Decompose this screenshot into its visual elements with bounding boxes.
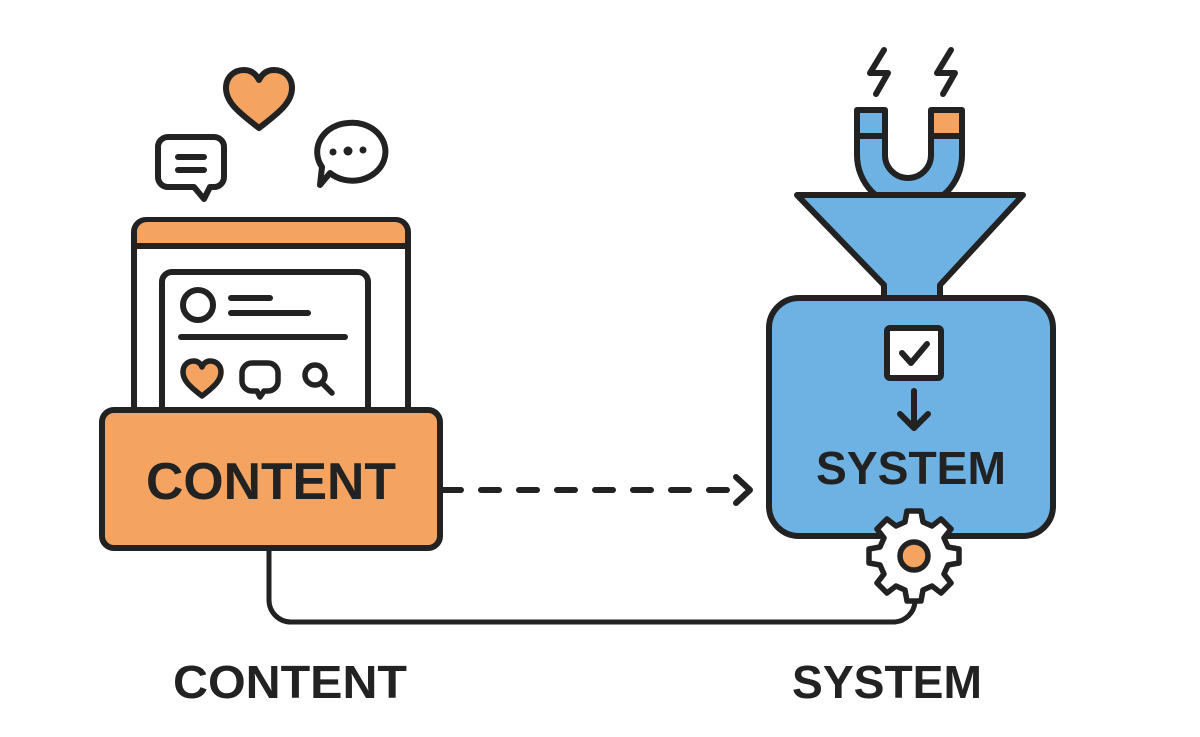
content-box-label: CONTENT (146, 453, 396, 511)
system-box: SYSTEM (766, 295, 1056, 539)
system-box-label: SYSTEM (816, 442, 1006, 494)
search-icon (302, 362, 335, 396)
heart-icon (223, 67, 295, 131)
content-box: CONTENT (99, 407, 443, 551)
comment-icon (239, 360, 281, 400)
chat-bubble-lines-icon (155, 134, 227, 202)
dashed-flow-arrow (440, 474, 753, 506)
content-caption: CONTENT (173, 656, 407, 708)
post-card (159, 269, 371, 423)
down-arrow-icon (897, 388, 931, 431)
funnel-icon (794, 192, 1026, 303)
lightning-bolt-icon (867, 47, 891, 97)
avatar-circle-icon (180, 287, 216, 323)
checkbox-icon (884, 325, 944, 381)
lightning-bolt-icon (934, 47, 958, 97)
feedback-connector-line (266, 548, 918, 625)
system-caption: SYSTEM (792, 656, 982, 708)
like-heart-icon (180, 358, 224, 399)
chat-bubble-dots-icon (314, 119, 389, 188)
gear-icon (866, 508, 962, 604)
